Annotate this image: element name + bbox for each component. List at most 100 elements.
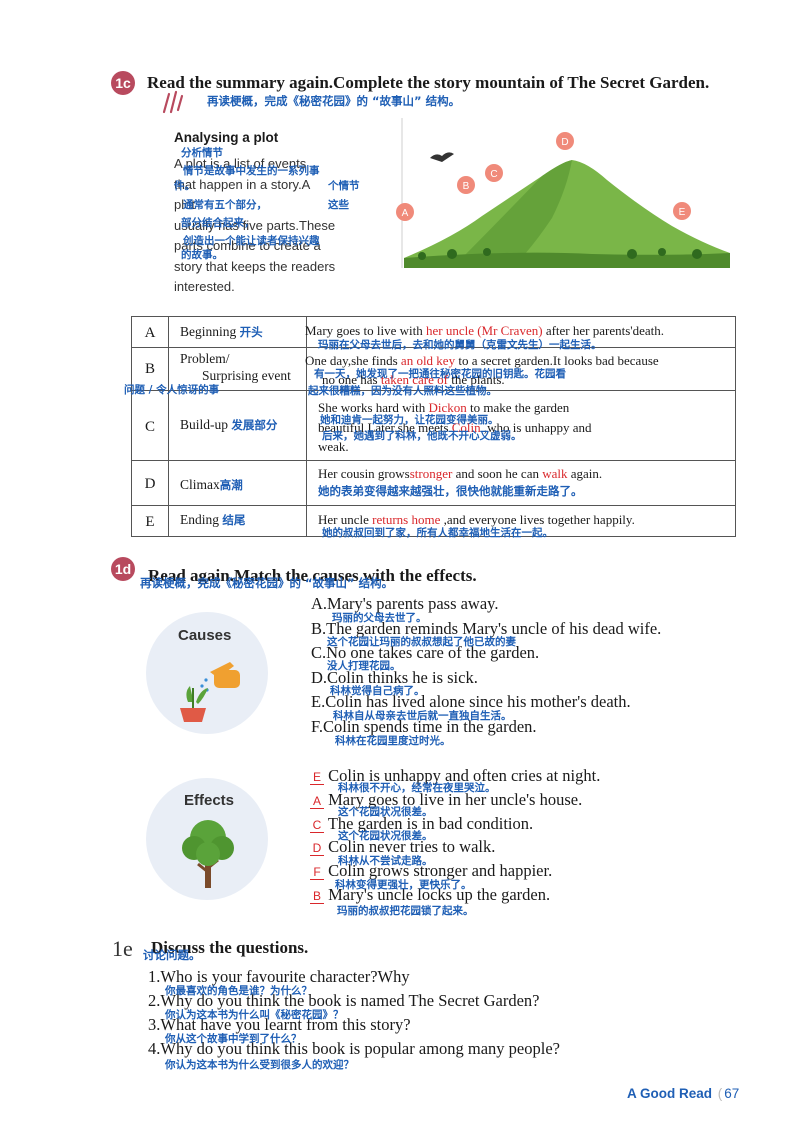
mountain-label-b: B [463, 181, 470, 192]
cause-cn: 这个花园让玛丽的叔叔想起了他已故的妻 [327, 636, 516, 648]
answer-blank[interactable]: A [310, 794, 324, 809]
plot-cn: 通常有五个部分， [183, 199, 267, 211]
story-mountain-illustration: A B C D E [392, 118, 732, 268]
row-label: Surprising event [202, 368, 291, 383]
row-text: Her uncle returns home ,and everyone liv… [318, 512, 635, 527]
plot-box-body: A plot is a list of events that happen i… [174, 154, 368, 298]
list-item: 1.Who is your favourite character?Why [148, 967, 410, 986]
row-letter: A [144, 325, 156, 341]
list-item: A Mary goes to live in her uncle's house… [310, 790, 600, 814]
section-1c-title-cn: 再读梗概，完成《秘密花园》的 “故事山” 结构。 [207, 94, 461, 108]
row-text: weak. [318, 439, 349, 454]
row-letter: D [144, 476, 156, 492]
list-item: E Colin is unhappy and often cries at ni… [310, 766, 600, 790]
plot-line: that happen in a story.A [174, 176, 311, 192]
pen-marks-icon [160, 90, 190, 119]
row-letter: C [144, 419, 155, 435]
row-label-cn: 问题 / 令人惊讶的事 [124, 384, 220, 396]
plot-cn: 的故事。 [181, 249, 223, 261]
effect-cn: 科林变得更强壮，更快乐了。 [335, 879, 472, 891]
question-cn: 你最喜欢的角色是谁？为什么？ [165, 985, 312, 997]
answer-blank[interactable]: C [310, 818, 324, 833]
list-item: 3.What have you learnt from this story? [148, 1015, 411, 1034]
row-cn: 玛丽在父母去世后，去和她的舅舅（克雷文先生）一起生活。 [318, 339, 602, 351]
plot-cn: 部分结合起来， [181, 217, 255, 229]
row-text: no one has taken care of the plants. [322, 372, 505, 387]
effect-cn: 科林很不开心，经常在夜里哭泣。 [338, 782, 496, 794]
list-item: D Colin never tries to walk. [310, 837, 600, 861]
plot-box-heading-cn: 分析情节 [181, 147, 223, 159]
answer-text: returns home [372, 512, 441, 527]
answer-text: taken care of [380, 372, 448, 387]
answer-blank[interactable]: D [310, 842, 324, 857]
plot-cn: 这些 [328, 199, 349, 211]
section-1d-badge: 1d [111, 557, 135, 581]
effects-illustration: Effects [146, 778, 268, 900]
plot-line: story that keeps the readers [174, 258, 336, 274]
row-text: Mary goes to live with her uncle (Mr Cra… [305, 323, 665, 338]
causes-list: A.Mary's parents pass away. B.The garden… [311, 594, 661, 741]
plot-line: A plot is a list of events [174, 156, 307, 171]
mountain-label-e: E [679, 207, 686, 218]
mountain-label-d: D [561, 137, 568, 148]
plot-line: parts combine to create a [174, 238, 321, 253]
book-title: A Good Read [627, 1086, 713, 1101]
cause-cn: 没人打理花园。 [327, 660, 401, 672]
cause-cn: 科林自从母亲去世后就一直独自生活。 [333, 710, 512, 722]
watering-can-icon [180, 662, 240, 722]
list-item: F.Colin spends time in the garden. [311, 716, 537, 736]
footer-bracket: ( [717, 1086, 723, 1101]
list-item: B Mary's uncle locks up the garden. [310, 885, 600, 909]
row-label: Build-up 发展部分 [180, 417, 278, 432]
answer-text: Dickon [428, 400, 467, 415]
mountain-label-a: A [402, 208, 409, 219]
answer-blank[interactable]: B [310, 889, 324, 904]
row-cn: 她和迪肯一起努力，让花园变得美丽。 [320, 414, 499, 426]
list-item: 2.Why do you think the book is named The… [148, 991, 540, 1010]
answer-text: her uncle (Mr Craven) [425, 323, 543, 338]
list-item: A.Mary's parents pass away. [311, 594, 499, 613]
tree-icon [182, 820, 234, 888]
plot-line: plot [174, 197, 195, 212]
row-cn: 有一天，她发现了一把通往秘密花园的旧钥匙。花园看 [314, 368, 566, 380]
row-label: Beginning 开头 [180, 324, 263, 339]
answer-text: stronger [409, 466, 453, 481]
section-1c-badge: 1c [111, 71, 135, 95]
effect-cn: 科林从不尝试走路。 [338, 855, 433, 867]
table-divider [132, 347, 735, 348]
row-text: Her cousin growsstronger and soon he can… [318, 466, 603, 481]
section-1d-title: Read again.Match the causes with the eff… [148, 566, 477, 585]
page-number: 67 [724, 1086, 740, 1101]
section-1d-title-cn: 再读梗概，完成《秘密花园》的 “故事山” 结构。 [140, 576, 394, 590]
row-letter: B [144, 361, 155, 377]
table-divider [306, 317, 307, 536]
row-cn: 她的叔叔回到了家，所有人都幸福地生活在一起。 [322, 527, 553, 539]
section-1c-title: Read the summary again.Complete the stor… [147, 73, 710, 92]
answer-blank[interactable]: F [310, 866, 324, 881]
section-1e-title-cn: 讨论问题。 [143, 948, 201, 962]
row-label: Problem/ [180, 351, 230, 366]
list-item: D.Colin thinks he is sick. [311, 667, 478, 687]
table-divider [132, 460, 735, 461]
row-text: She works hard with Dickon to make the g… [318, 400, 570, 415]
plot-cn: 创造出一个能让读者保持兴趣 [183, 235, 320, 247]
cause-cn: 玛丽的父母去世了。 [332, 612, 427, 624]
answer-text: walk [542, 466, 568, 481]
mountain-label-c: C [490, 169, 497, 180]
page-footer: A Good Read (67 [627, 1086, 739, 1101]
list-item: F Colin grows stronger and happier. [310, 861, 600, 885]
row-cn: 起来很糟糕，因为没有人照料这些植物。 [308, 385, 497, 397]
plot-cn: 个情节 [328, 180, 360, 192]
story-mountain-table: A Beginning 开头 Mary goes to live with he… [124, 316, 736, 539]
questions-list: 1.Who is your favourite character?Why 2.… [148, 967, 560, 1063]
answer-blank[interactable]: E [310, 771, 324, 785]
causes-illustration: Causes [146, 612, 268, 734]
row-label: Ending 结尾 [180, 512, 246, 527]
row-text: One day,she finds an old key to a secret… [305, 353, 659, 368]
list-item: C The garden is in bad condition. [310, 814, 600, 838]
effect-cn: 这个花园状况很差。 [338, 830, 433, 842]
plot-cn: 情节是故事中发生的一系列事 [183, 165, 320, 177]
row-cn: 她的表弟变得越来越强壮，很快他就能重新走路了。 [318, 484, 583, 498]
plot-line: usually has five parts.These [174, 217, 336, 233]
list-item: C.No one takes care of the garden. [311, 643, 540, 662]
